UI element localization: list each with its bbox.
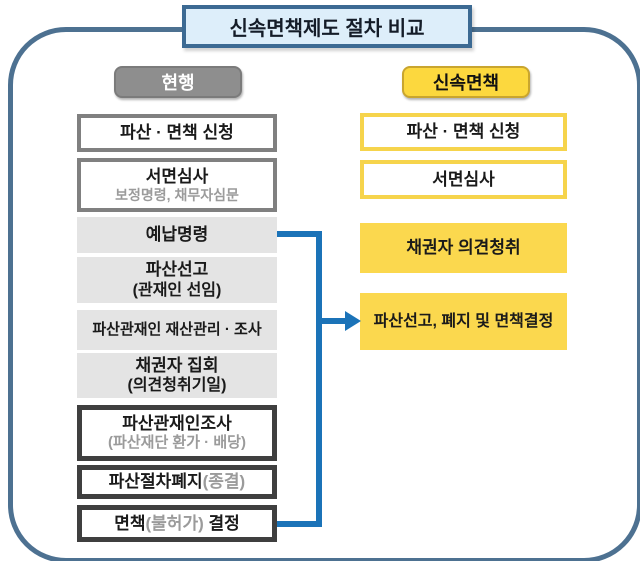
current-step-deposit-order: 예납명령	[77, 217, 277, 253]
step-label: 파산 · 면책 신청	[120, 123, 234, 143]
step-label: 채권자 의견청취	[406, 238, 521, 258]
step-label: 면책	[114, 513, 146, 533]
fast-step-creditor-hearing: 채권자 의견청취	[360, 223, 567, 273]
connector-vertical-segment	[316, 231, 322, 527]
step-label: 파산 · 면책 신청	[406, 122, 521, 142]
current-column-header: 현행	[114, 66, 242, 98]
step-label: 파산관재인조사	[122, 414, 232, 433]
step-label: 채권자 집회	[135, 355, 219, 375]
connector-bottom-segment	[277, 521, 322, 527]
page-title-label: 신속면책제도 절차 비교	[229, 18, 425, 40]
current-step-trustee-management: 파산관재인 재산관리 · 조사	[77, 310, 277, 350]
step-post: 결정	[203, 513, 240, 533]
step-label: 파산절차폐지	[108, 472, 203, 492]
step-sublabel: (파산재단 환가 · 배당)	[108, 434, 246, 452]
step-sublabel: 보정명령, 채무자심문	[115, 186, 239, 203]
current-step-document-review: 서면심사 보정명령, 채무자심문	[77, 158, 277, 212]
step-suffix: (종결)	[202, 472, 246, 492]
step-mid: (불허가)	[145, 513, 204, 533]
current-step-creditors-meeting: 채권자 집회 (의견청취기일)	[77, 353, 277, 398]
step-label: 서면심사	[432, 169, 495, 189]
fast-step-filing: 파산 · 면책 신청	[360, 113, 567, 151]
current-step-trustee-investigation: 파산관재인조사 (파산재단 환가 · 배당)	[77, 405, 277, 461]
step-sublabel: (의견청취기일)	[127, 377, 227, 395]
connector-top-segment	[277, 231, 322, 237]
current-step-bankruptcy-declaration: 파산선고 (관재인 선임)	[77, 257, 277, 303]
step-label: 파산선고, 폐지 및 면책결정	[373, 312, 554, 330]
step-sublabel: (관재인 선임)	[132, 281, 222, 299]
page-title: 신속면책제도 절차 비교	[182, 5, 472, 48]
current-column-label: 현행	[161, 73, 195, 93]
current-step-discharge-decision: 면책(불허가) 결정	[77, 505, 277, 542]
current-step-procedure-closure: 파산절차폐지(종결)	[77, 465, 277, 499]
step-label: 파산관재인 재산관리 · 조사	[92, 320, 262, 338]
arrow-right-icon	[345, 311, 361, 331]
connector-arrow-shaft	[319, 318, 347, 324]
fast-column-label: 신속면책	[432, 73, 500, 93]
step-label: 예납명령	[145, 225, 209, 245]
current-step-filing: 파산 · 면책 신청	[77, 114, 277, 152]
fast-step-final-decision: 파산선고, 폐지 및 면책결정	[360, 293, 567, 350]
step-label: 서면심사	[145, 166, 209, 186]
step-label: 파산선고	[145, 260, 209, 280]
fast-column-header: 신속면책	[402, 66, 530, 98]
fast-step-document-review: 서면심사	[360, 160, 567, 199]
